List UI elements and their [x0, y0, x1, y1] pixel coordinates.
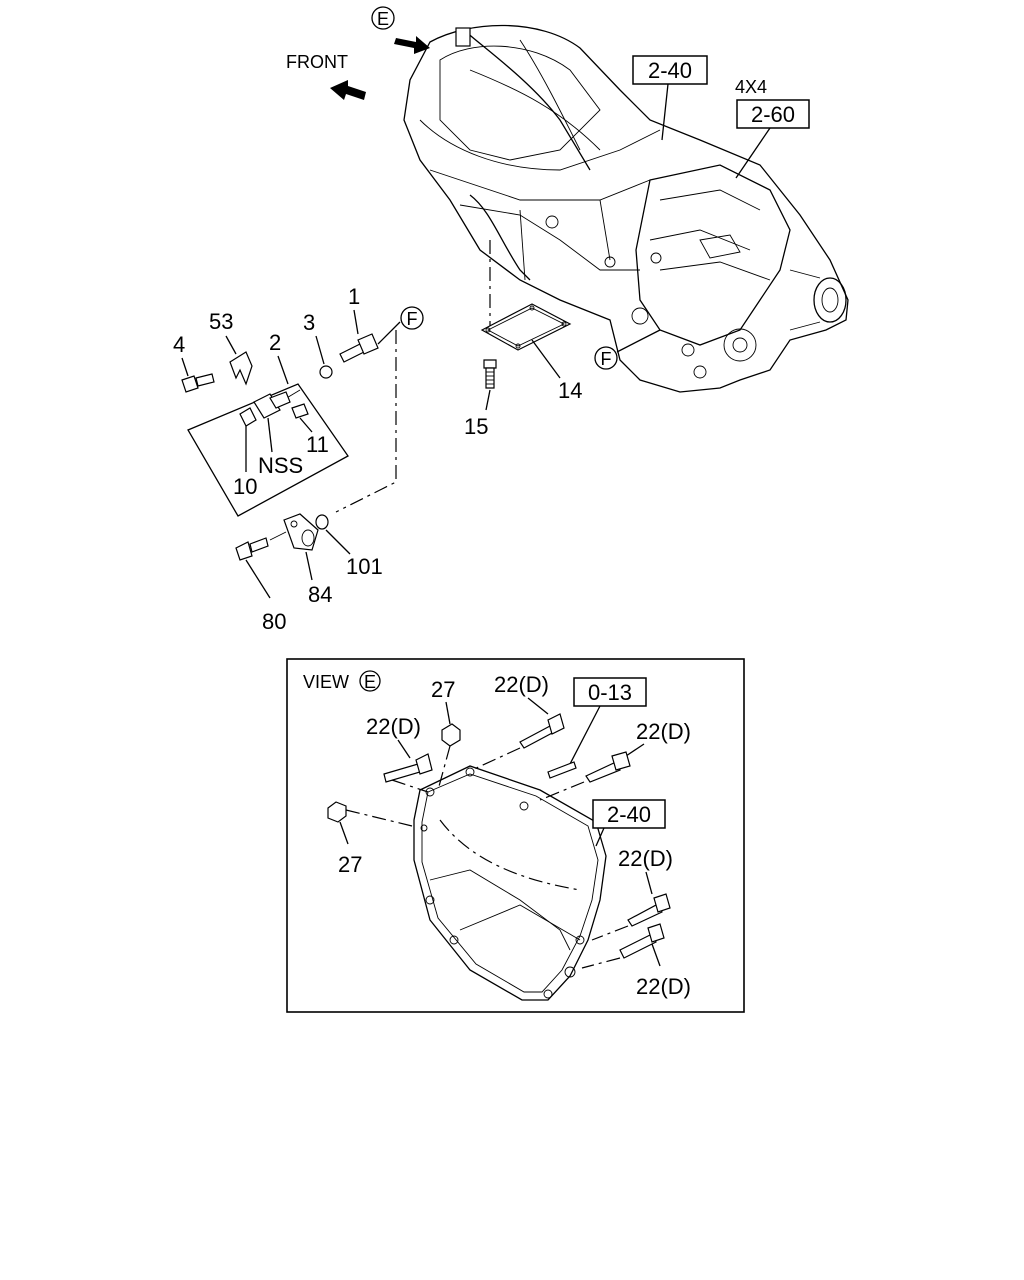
label-14: 14 — [558, 378, 582, 403]
view-e-title-marker-letter: E — [364, 672, 376, 692]
view-e-frame — [286, 658, 745, 1013]
ref-box-2-40-view: 2-40 — [592, 799, 666, 847]
oil-pan-cover-14 — [480, 303, 572, 351]
view-e-marker-letter: E — [377, 9, 389, 29]
bolt-80 — [235, 537, 269, 561]
nut-27-top — [441, 723, 461, 747]
bolt-4 — [181, 373, 215, 393]
bolt-22d-right-top — [585, 751, 631, 783]
label-22d-right-bottom: 22(D) — [636, 974, 691, 999]
label-nss: NSS — [258, 453, 303, 478]
label-80: 80 — [262, 609, 286, 634]
label-1: 1 — [348, 284, 360, 309]
bell-housing — [413, 765, 607, 1001]
view-e-marker: E — [371, 6, 395, 30]
switch-body — [253, 391, 291, 419]
bolt-22d-left — [383, 753, 433, 783]
ref-2-60-text: 2-60 — [751, 102, 795, 127]
label-15: 15 — [464, 414, 488, 439]
view-f-marker-switch: F — [377, 306, 424, 345]
label-22d-right-top: 22(D) — [636, 719, 691, 744]
label-10: 10 — [233, 474, 257, 499]
bolt-22d-right-mid — [627, 893, 671, 927]
view-f-marker-switch-letter: F — [407, 309, 418, 329]
label-22d-left: 22(D) — [366, 714, 421, 739]
dowel-pin — [547, 761, 577, 779]
label-2: 2 — [269, 330, 281, 355]
label-53: 53 — [209, 309, 233, 334]
ref-box-0-13: 0-13 — [569, 677, 647, 765]
transmission-assembly — [403, 24, 849, 393]
label-11: 11 — [306, 432, 329, 457]
front-label: FRONT — [286, 52, 348, 72]
label-84: 84 — [308, 582, 332, 607]
cap-11 — [291, 403, 309, 419]
washer-3 — [319, 365, 333, 379]
front-arrow-icon — [330, 80, 366, 100]
label-101: 101 — [346, 554, 383, 579]
bolt-22d-right-bottom — [619, 923, 665, 959]
view-e-arrow-icon — [394, 36, 430, 54]
label-22d-right-mid: 22(D) — [618, 846, 673, 871]
label-22d-top: 22(D) — [494, 672, 549, 697]
clip-53 — [229, 351, 253, 386]
cap-10 — [239, 407, 257, 427]
ref-box-2-60: 2-60 — [735, 99, 810, 179]
ref-box-2-40-upper: 2-40 — [632, 55, 708, 141]
bolt-15 — [483, 359, 497, 389]
drivetrain-label: 4X4 — [735, 77, 767, 97]
nut-27-left — [327, 801, 347, 823]
view-f-marker-transmission: F — [594, 329, 661, 370]
view-e-title-marker — [359, 670, 381, 692]
label-27-top: 27 — [431, 677, 455, 702]
bolt-22d-top — [519, 713, 565, 749]
ref-2-40-view-text: 2-40 — [607, 802, 651, 827]
view-e-title: VIEW — [303, 672, 349, 692]
flange-84 — [283, 513, 319, 551]
label-3: 3 — [303, 310, 315, 335]
ref-0-13-text: 0-13 — [588, 680, 632, 705]
label-27-left: 27 — [338, 852, 362, 877]
view-f-marker-transmission-letter: F — [601, 349, 612, 369]
label-4: 4 — [173, 332, 185, 357]
ref-2-40-upper-text: 2-40 — [648, 58, 692, 83]
switch-1 — [339, 333, 379, 363]
o-ring-101 — [315, 514, 329, 530]
